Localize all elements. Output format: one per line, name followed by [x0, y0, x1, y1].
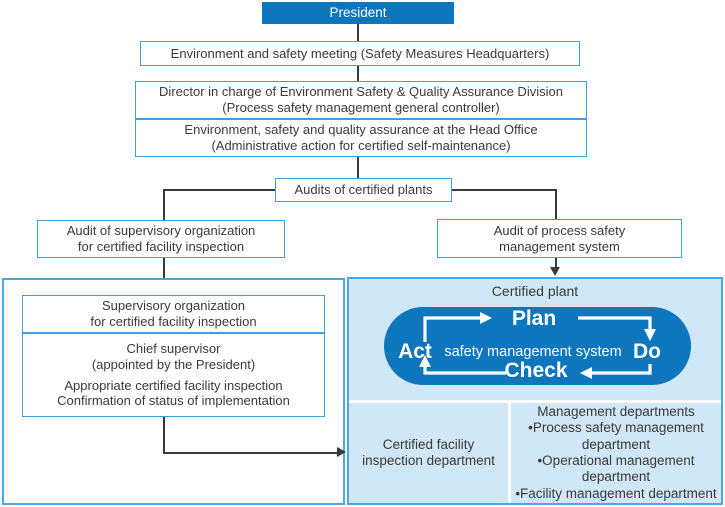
down-arrow-icon — [550, 267, 560, 276]
connector-audits-left — [163, 189, 275, 191]
pdca-act-label: Act — [398, 340, 432, 363]
director-box: Director in charge of Environment Safety… — [135, 81, 587, 119]
safety-meeting-box: Environment and safety meeting (Safety M… — [140, 41, 580, 66]
management-dept-item: •Facility management department — [515, 485, 717, 501]
chief-supervisor-line3: Appropriate certified facility inspectio… — [64, 377, 283, 393]
arrow-line-right — [555, 258, 557, 268]
certified-plant-title: Certified plant — [491, 283, 579, 299]
inspection-dept-line2: inspection department — [362, 453, 495, 468]
head-office-box: Environment, safety and quality assuranc… — [135, 119, 587, 157]
management-dept-item: •Process safety management department — [528, 420, 704, 452]
supervisory-organization-box: Supervisory organization for certified f… — [22, 295, 325, 333]
connector-chief-inspection-h — [163, 452, 337, 454]
chief-supervisor-box: Chief supervisor (appointed by the Presi… — [22, 333, 325, 417]
chief-supervisor-line2: (appointed by the President) — [91, 356, 256, 372]
president-label: President — [329, 4, 387, 20]
supervisory-org-line1: Supervisory organization — [101, 298, 246, 314]
management-departments-cell: Management departments •Process safety m… — [511, 403, 721, 503]
audit-process-line2: management system — [499, 238, 620, 254]
management-dept-item: •Operational management department — [537, 453, 695, 485]
pdca-do-label: Do — [633, 340, 661, 363]
audit-supervisory-line1: Audit of supervisory organization — [66, 223, 256, 239]
connector-meeting-director — [357, 66, 359, 81]
pdca-plan-label: Plan — [511, 307, 557, 330]
audits-label: Audits of certified plants — [294, 182, 433, 198]
plant-departments-row: Certified facility inspection department… — [349, 400, 721, 503]
supervisory-org-line2: for certified facility inspection — [90, 314, 257, 329]
head-office-label-line1: Environment, safety and quality assuranc… — [184, 122, 538, 138]
pdca-check-label: Check — [504, 359, 568, 382]
audit-supervisory-line2: for certified facility inspection — [77, 239, 245, 254]
director-label-line2: (Process safety management general contr… — [222, 100, 500, 115]
audit-process-box: Audit of process safety management syste… — [437, 219, 682, 258]
president-box: President — [262, 2, 454, 24]
right-arrow-icon — [337, 447, 346, 457]
connector-left-down — [163, 189, 165, 220]
connector-headoffice-audits — [357, 157, 359, 178]
connector-right-down — [555, 189, 557, 219]
audit-supervisory-box: Audit of supervisory organization for ce… — [37, 220, 285, 258]
director-label-line1: Director in charge of Environment Safety… — [159, 84, 563, 100]
chief-supervisor-line4: Confirmation of status of implementation — [57, 393, 290, 409]
audits-box: Audits of certified plants — [275, 178, 452, 202]
management-departments-title: Management departments — [537, 403, 695, 419]
connector-chief-inspection-v — [163, 417, 165, 453]
inspection-dept-line1: Certified facility — [382, 436, 475, 452]
connector-president-meeting — [357, 24, 359, 41]
chief-supervisor-line1: Chief supervisor — [126, 340, 221, 356]
certified-plant-panel: Certified plant Plan Do Check Ac — [347, 277, 723, 505]
arrow-line-left — [163, 258, 165, 285]
audit-process-line1: Audit of process safety — [493, 222, 626, 238]
pdca-cycle: Plan Do Check Act safety management syst… — [384, 307, 691, 385]
safety-meeting-label: Environment and safety meeting (Safety M… — [170, 45, 550, 61]
pdca-arrows-icon — [419, 312, 656, 379]
pdca-center-label: safety management system — [444, 344, 622, 360]
inspection-department-cell: Certified facility inspection department — [349, 403, 508, 503]
head-office-label-line2: (Administrative action for certified sel… — [211, 138, 511, 153]
connector-audits-right — [452, 189, 555, 191]
